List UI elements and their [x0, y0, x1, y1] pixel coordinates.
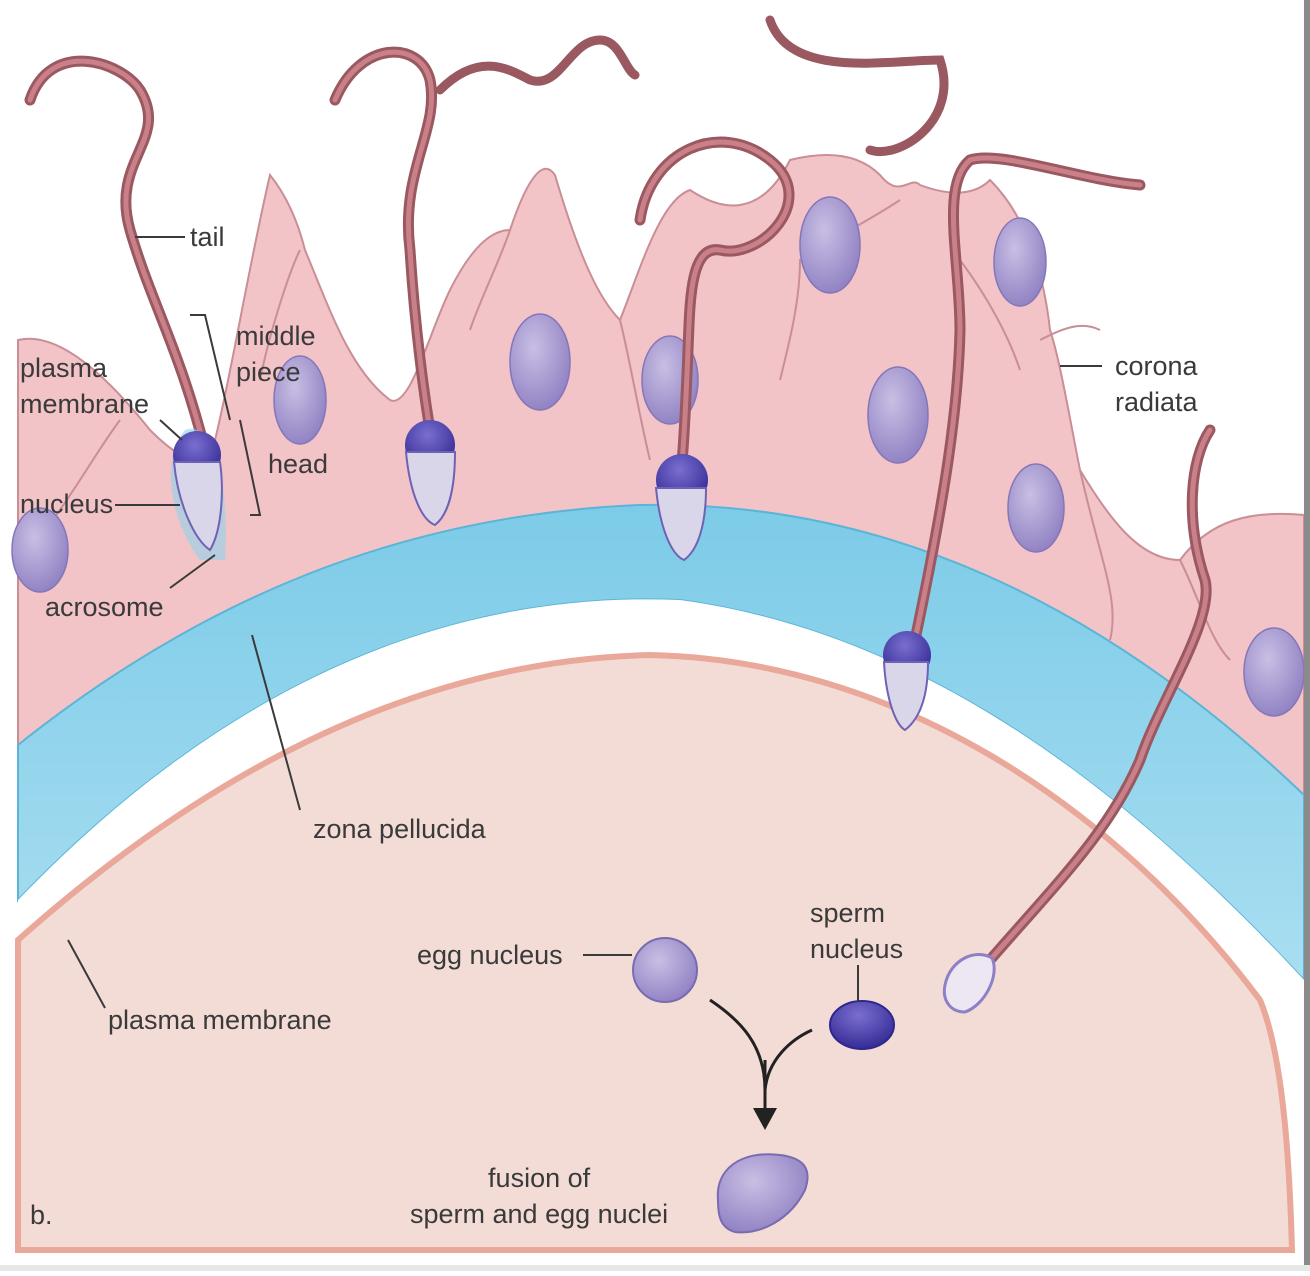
panel-label: b.	[30, 1198, 53, 1232]
label-corona-radiata: corona radiata	[1115, 348, 1198, 420]
label-plasma-membrane-egg: plasma membrane	[108, 1003, 332, 1037]
egg-nucleus	[633, 938, 697, 1002]
sperm-nucleus	[830, 1001, 894, 1049]
label-acrosome: acrosome	[45, 590, 164, 624]
label-plasma-membrane-sperm: plasma membrane	[20, 350, 149, 422]
frame-edge	[1304, 0, 1310, 1271]
label-fusion: fusion of sperm and egg nuclei	[410, 1160, 668, 1232]
label-tail: tail	[190, 220, 225, 254]
label-middle-piece: middle piece	[236, 318, 316, 390]
label-sperm-nucleus: sperm nucleus	[810, 895, 903, 967]
label-zona-pellucida: zona pellucida	[313, 812, 486, 846]
label-head: head	[268, 447, 328, 481]
label-egg-nucleus: egg nucleus	[417, 938, 563, 972]
label-nucleus: nucleus	[20, 487, 113, 521]
frame-bottom	[0, 1265, 1310, 1271]
